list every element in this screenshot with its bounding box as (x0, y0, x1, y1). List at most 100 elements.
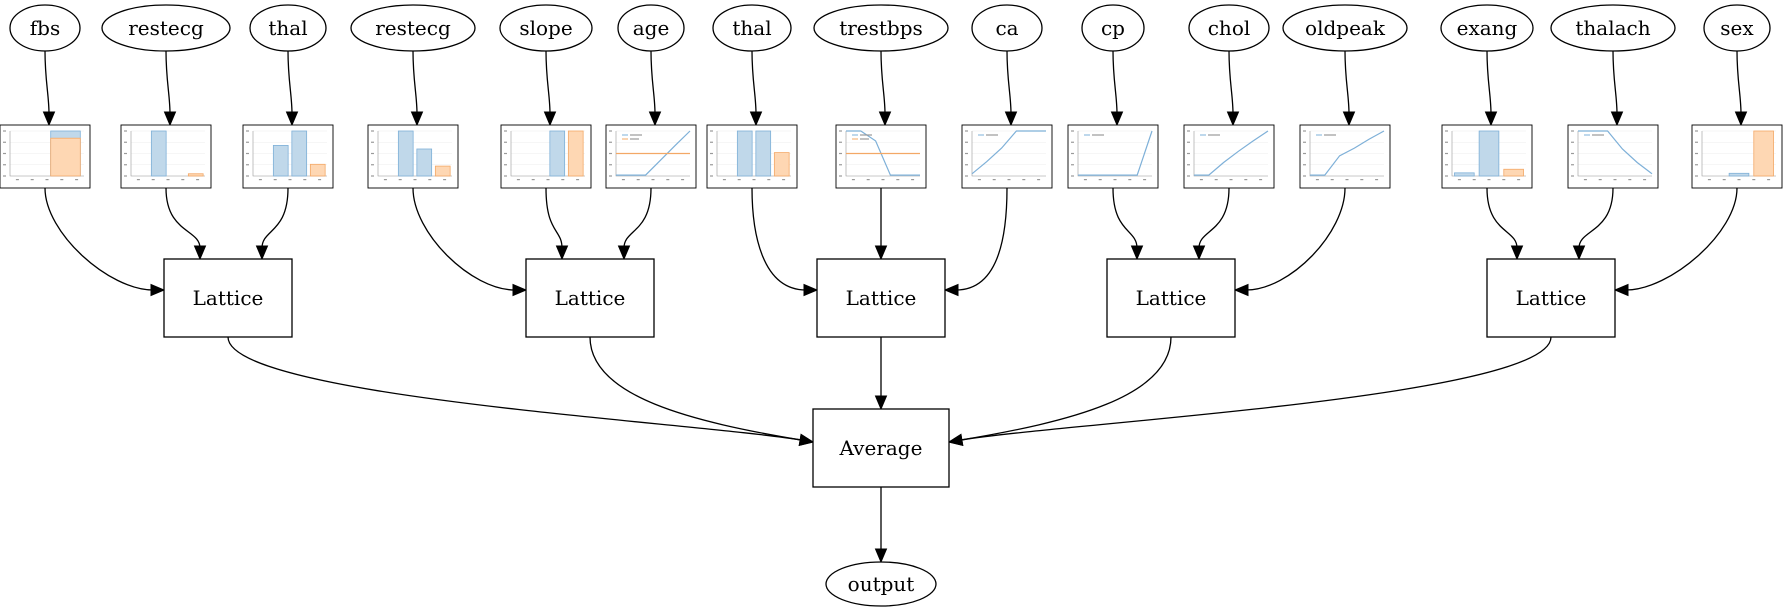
lattice-node-label: Lattice (846, 286, 917, 310)
edge-feature-4-to-plot (545, 50, 551, 115)
plot-tick (1583, 179, 1587, 181)
plot-tick (1022, 179, 1026, 181)
plot-tick (75, 179, 79, 181)
edge-plot-13-to-lattice-4-arrowhead (1572, 245, 1586, 261)
feature-node-shape (971, 4, 1043, 52)
calibrator-plot-fbs (0, 124, 91, 189)
calibrator-plot-thalach (1567, 124, 1659, 189)
plot-tick (1143, 179, 1147, 181)
plot-bar-calibrated (1728, 172, 1750, 177)
edge-feature-7-to-plot (880, 50, 886, 115)
plot-tick (1445, 130, 1448, 132)
edge-average-to-output-arrowhead (874, 548, 888, 564)
plot-tick (1214, 179, 1218, 181)
plot-tick (516, 179, 520, 181)
edge-lattice-4-to-average (959, 336, 1552, 441)
edge-plot-2-to-lattice-0 (261, 187, 289, 249)
plot-tick (782, 179, 786, 181)
plot-tick (1244, 179, 1248, 181)
plot-bar-missing (773, 152, 790, 177)
plot-tick (977, 179, 981, 181)
plot-tick (1303, 164, 1306, 166)
plot-legend-mark (986, 134, 998, 136)
plot-tick (1037, 179, 1041, 181)
plot-bar-missing (434, 165, 451, 177)
feature-node-label: thal (732, 16, 771, 40)
feature-node-sex: sex (1703, 4, 1771, 52)
feature-node-chol: chol (1188, 4, 1270, 52)
feature-node-shape (1550, 4, 1676, 52)
plot-tick (1187, 164, 1190, 166)
plot-bar-calibrated (736, 130, 753, 177)
plot-tick (166, 179, 170, 181)
edge-lattice-2-to-average-arrowhead (874, 395, 888, 411)
calibrator-plot-frame (1183, 124, 1275, 189)
output-node: output (825, 561, 937, 607)
plot-tick (303, 179, 307, 181)
calibrator-plot-chol (1183, 124, 1275, 189)
feature-node-restecg: restecg (350, 4, 476, 52)
feature-node-trestbps: trestbps (813, 4, 949, 52)
plot-line-calibrated (616, 130, 691, 176)
edge-feature-10-to-plot (1228, 50, 1234, 115)
lattice-node-1: Lattice (163, 258, 293, 338)
edge-plot-10-to-lattice-3-arrowhead (1192, 245, 1206, 261)
plot-axis (1077, 131, 1152, 177)
feature-node-shape (1282, 4, 1408, 52)
edge-plot-9-to-lattice-3-arrowhead (1130, 245, 1144, 261)
edge-plot-5-to-lattice-1 (623, 187, 652, 249)
plot-tick (1445, 164, 1448, 166)
plot-tick (737, 179, 741, 181)
plot-tick (1722, 179, 1726, 181)
plot-tick (124, 175, 127, 177)
plot-axis (845, 131, 920, 177)
plot-bar-calibrated (397, 130, 414, 177)
plot-tick (288, 179, 292, 181)
edge-feature-0-to-plot (44, 50, 50, 115)
plot-tick (992, 179, 996, 181)
plot-tick (752, 179, 756, 181)
plot-tick (839, 130, 842, 132)
plot-bar-missing (1503, 168, 1524, 177)
plot-tick (710, 164, 713, 166)
plot-tick (3, 141, 6, 143)
plot-tick (246, 175, 249, 177)
plot-tick (1695, 152, 1698, 155)
plot-tick (60, 179, 64, 181)
plot-line-calibrated (846, 130, 920, 176)
plot-tick (371, 141, 374, 143)
output-node-shape (825, 561, 937, 607)
feature-node-shape (249, 4, 327, 52)
edge-feature-8-to-plot-arrowhead (1004, 111, 1018, 127)
edge-feature-1-to-plot (165, 50, 171, 115)
plot-tick (1613, 179, 1617, 181)
plot-tick (1303, 130, 1306, 132)
calibrator-plot-thal (706, 124, 798, 189)
plot-tick (1229, 179, 1233, 181)
plot-tick (651, 179, 655, 181)
plot-tick (1187, 130, 1190, 132)
plot-tick (3, 130, 6, 132)
plot-tick (1571, 130, 1574, 132)
plot-tick (1071, 141, 1074, 143)
edges-layer (42, 50, 1748, 564)
plot-tick (1071, 152, 1074, 155)
plot-tick (710, 141, 713, 143)
plot-tick (3, 152, 6, 155)
feature-node-label: thal (268, 16, 307, 40)
feature-node-restecg: restecg (101, 4, 231, 52)
lattice-node-label: Lattice (193, 286, 264, 310)
plot-tick (383, 179, 387, 181)
lattice-node-5: Lattice (1486, 258, 1616, 338)
plot-tick (124, 141, 127, 143)
lattice-node-shape (1486, 258, 1616, 338)
feature-node-label: restecg (128, 16, 204, 40)
feature-node-shape (1081, 4, 1145, 52)
feature-node-shape (499, 4, 593, 52)
plot-tick (1767, 179, 1771, 181)
plot-tick (151, 179, 155, 181)
calibrator-plot-slope (500, 124, 592, 189)
feature-node-label: cp (1101, 16, 1125, 40)
plot-tick (371, 130, 374, 132)
